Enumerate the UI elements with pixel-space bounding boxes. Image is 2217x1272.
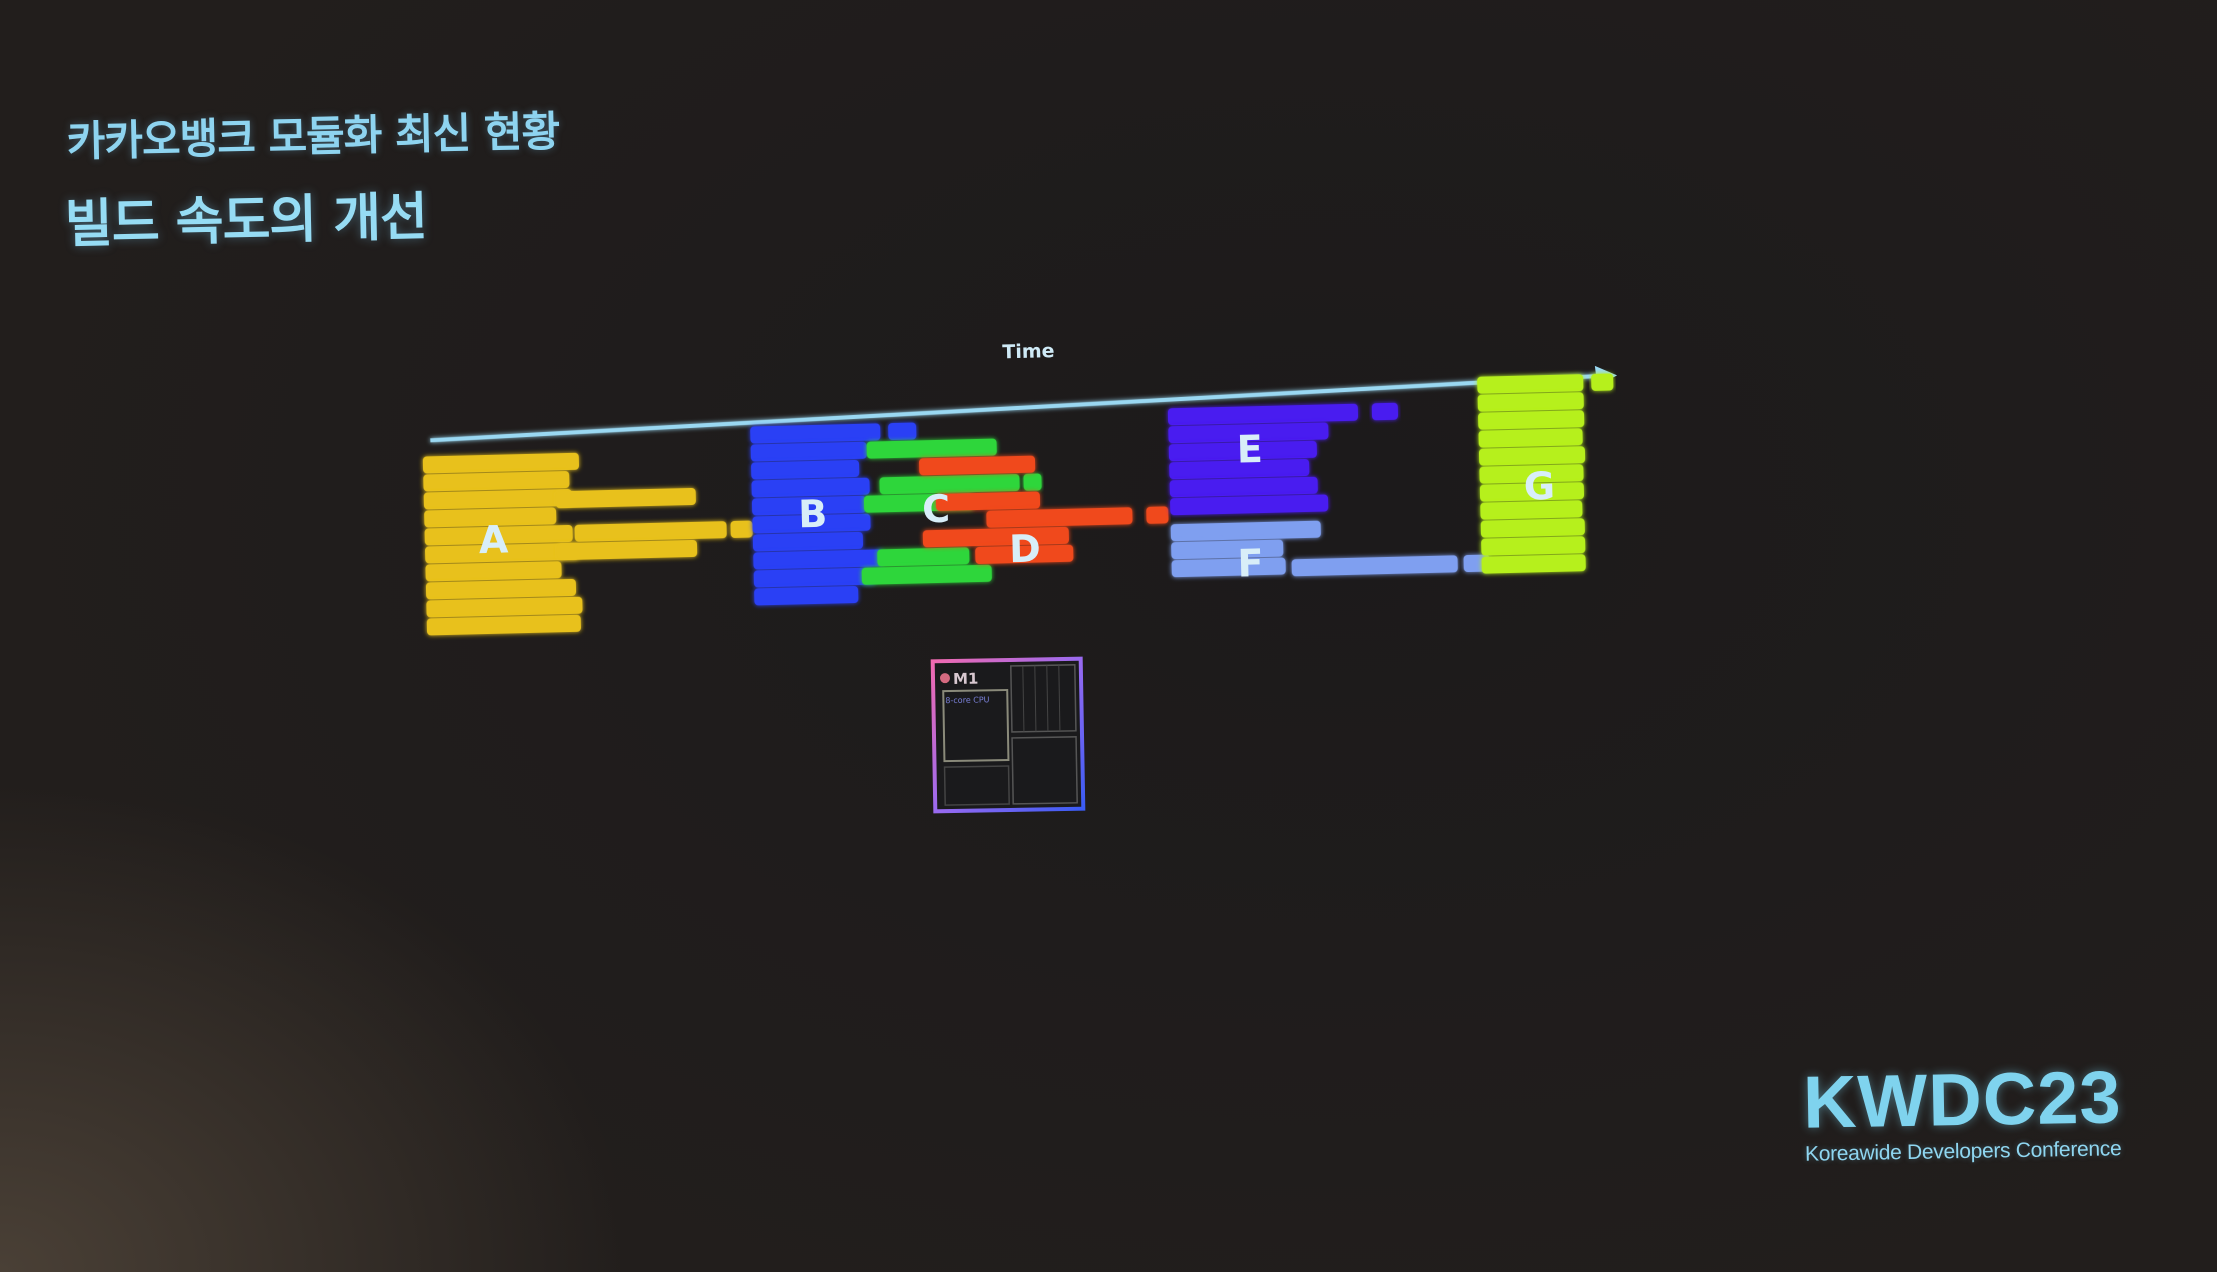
task-bar-b: [750, 441, 867, 462]
module-label-b: B: [798, 492, 828, 537]
brand-logo: KWDC23 Koreawide Developers Conference: [1789, 1055, 2136, 1167]
task-bar-g: [1478, 410, 1585, 430]
task-bar-d: [975, 544, 1074, 564]
task-bar-b: [754, 586, 859, 606]
module-label-c: C: [922, 487, 951, 532]
task-bar-g: [1480, 518, 1585, 538]
task-bar-a: [574, 521, 727, 542]
task-bar-b: [753, 567, 876, 588]
task-bar-f: [1171, 539, 1284, 560]
task-bar-d: [922, 526, 1069, 548]
task-bar-d: [1146, 506, 1169, 524]
task-bar-g: [1591, 373, 1614, 391]
task-bar-b: [751, 477, 870, 498]
time-axis-line: [430, 373, 1606, 443]
task-bar-b: [752, 513, 871, 534]
module-label-a: A: [478, 517, 509, 562]
task-bar-e: [1167, 403, 1359, 426]
task-bar-c: [1023, 473, 1042, 491]
task-bar-e: [1371, 402, 1399, 421]
task-bar-b: [753, 549, 884, 570]
chip-sublabel: 8-core CPU: [945, 695, 989, 705]
task-bar-g: [1480, 500, 1583, 520]
task-bar-g: [1479, 464, 1584, 484]
task-bar-a: [424, 524, 573, 546]
apple-logo-icon: [939, 673, 950, 684]
task-bar-c: [879, 474, 1020, 495]
module-labels: A B C D E F G: [478, 427, 1555, 586]
task-bar-g: [1478, 428, 1583, 448]
task-bar-b: [751, 495, 867, 516]
task-bar-f: [1171, 557, 1286, 578]
task-bar-a: [423, 471, 570, 492]
task-bar-c: [877, 547, 970, 567]
task-bar-a: [555, 487, 696, 509]
task-bar-f: [1170, 520, 1321, 542]
task-bar-e: [1169, 458, 1310, 480]
task-bar-a: [422, 452, 580, 474]
task-bar-d: [919, 455, 1036, 476]
task-bar-g: [1478, 446, 1586, 466]
task-bar-a: [556, 539, 698, 561]
task-bar-c: [861, 564, 992, 585]
brand-name: KWDC23: [1802, 1055, 2123, 1144]
module-label-f: F: [1237, 541, 1264, 586]
task-bar-b: [888, 422, 917, 441]
task-bar-b: [750, 423, 881, 444]
task-bar-a: [426, 596, 583, 618]
module-label-d: D: [1009, 526, 1042, 571]
task-bar-e: [1168, 422, 1329, 444]
chip-label: M1: [953, 670, 979, 688]
time-axis-label: Time: [1002, 340, 1055, 363]
task-bar-a: [425, 561, 562, 582]
task-bar-c: [866, 438, 997, 459]
task-bar-g: [1481, 536, 1586, 556]
task-bars: [422, 373, 1614, 636]
task-bar-e: [1170, 494, 1329, 516]
task-bar-a: [730, 520, 753, 538]
task-bar-a: [426, 614, 581, 636]
task-bar-a: [423, 489, 572, 510]
task-bar-g: [1479, 482, 1585, 502]
task-bar-f: [1291, 555, 1458, 577]
task-bar-b: [752, 531, 864, 552]
m1-chip-icon: M1 8-core CPU: [930, 656, 1086, 814]
task-bar-g: [1477, 392, 1584, 412]
task-bar-e: [1169, 476, 1318, 498]
task-bar-g: [1477, 374, 1584, 394]
task-bar-e: [1168, 440, 1317, 462]
task-bar-b: [751, 459, 860, 480]
task-bar-a: [424, 507, 557, 528]
task-bar-a: [425, 578, 577, 600]
task-bar-g: [1481, 554, 1586, 574]
task-bar-d: [935, 491, 1041, 511]
module-label-g: G: [1523, 464, 1555, 509]
task-bar-a: [425, 542, 580, 564]
task-bar-d: [986, 507, 1133, 528]
module-label-e: E: [1236, 427, 1263, 472]
